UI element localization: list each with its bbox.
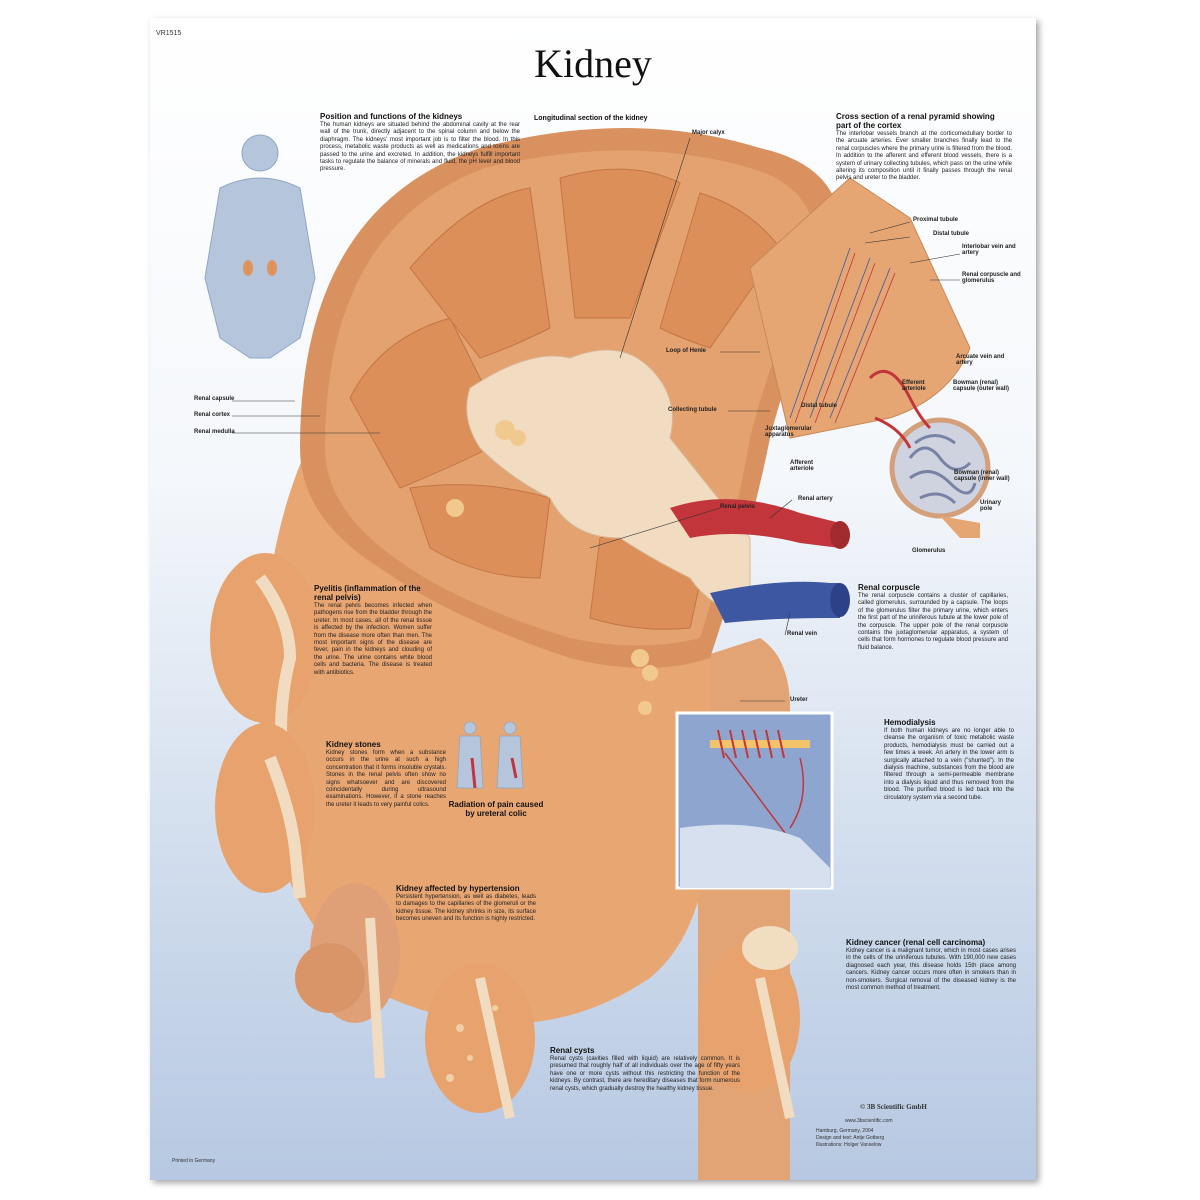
hemodialysis-section: Hemodialysis If both human kidneys are n… bbox=[884, 718, 1014, 802]
label-renal-vein: Renal vein bbox=[787, 631, 818, 637]
cancer-text: Kidney cancer is a malignant tumor, whic… bbox=[846, 948, 1016, 992]
renal-vein-shape bbox=[710, 581, 840, 623]
label-renal-capsule: Renal capsule bbox=[194, 396, 235, 402]
hemodialysis-text: If both human kidneys are no longer able… bbox=[884, 728, 1014, 801]
kidney-illustration bbox=[204, 128, 991, 1180]
label-efferent: Efferent arteriole bbox=[902, 380, 926, 392]
label-ureter: Ureter bbox=[790, 697, 808, 703]
position-heading: Position and functions of the kidneys bbox=[320, 112, 463, 121]
hemodialysis-heading: Hemodialysis bbox=[884, 718, 936, 727]
page-title: Kidney bbox=[534, 41, 652, 86]
cysts-section: Renal cysts Renal cysts (cavities filled… bbox=[550, 1046, 740, 1093]
label-distal-tubule: Distal tubule bbox=[801, 403, 838, 409]
label-interlobar: Interlobar vein and artery bbox=[962, 244, 1016, 256]
hypertension-kidney bbox=[295, 883, 400, 1079]
label-loop-henle: Loop of Henle bbox=[666, 348, 706, 354]
hypertension-section: Kidney affected by hypertension Persiste… bbox=[396, 884, 536, 924]
credit-3: Illustrations: Holger Vanselow bbox=[816, 1142, 882, 1148]
label-renal-artery: Renal artery bbox=[798, 496, 833, 502]
position-section: Position and functions of the kidneys Th… bbox=[320, 112, 520, 174]
label-juxtaglomerular: Juxtaglomerular apparatus bbox=[765, 426, 812, 438]
publisher-name: © 3B Scientific GmbH bbox=[860, 1103, 927, 1111]
corpuscle-section: Renal corpuscle The renal corpuscle cont… bbox=[858, 583, 1008, 652]
printed-note: Printed in Germany bbox=[172, 1158, 216, 1164]
label-renal-cortex: Renal cortex bbox=[194, 412, 231, 418]
label-arcuate: Arcuate vein and artery bbox=[956, 354, 1005, 366]
label-bowman-outer: Bowman (renal) capsule (outer wall) bbox=[953, 380, 1010, 392]
poster: VR1515 Kidney Position and functions of … bbox=[150, 18, 1036, 1180]
label-corpuscle-glomerulus: Renal corpuscle and glomerulus bbox=[962, 272, 1021, 284]
renal-pyramids bbox=[349, 168, 781, 630]
stones-text: Kidney stones form when a substance occu… bbox=[326, 750, 446, 808]
fat-clusters bbox=[446, 420, 658, 715]
label-proximal-tubule: Proximal tubule bbox=[913, 217, 959, 223]
renal-corpuscle-shape bbox=[889, 417, 991, 519]
label-glomerulus: Glomerulus bbox=[912, 548, 946, 554]
label-distal-tubule-top: Distal tubule bbox=[933, 231, 970, 237]
pyelitis-section: Pyelitis (inflammation of the renal pelv… bbox=[314, 584, 432, 677]
cysts-text: Renal cysts (cavities filled with liquid… bbox=[550, 1056, 740, 1092]
cysts-heading: Renal cysts bbox=[550, 1046, 595, 1055]
renal-artery-shape bbox=[670, 499, 840, 548]
stones-kidney bbox=[215, 723, 315, 899]
cancer-section: Kidney cancer (renal cell carcinoma) Kid… bbox=[846, 938, 1016, 992]
corpuscle-heading: Renal corpuscle bbox=[858, 583, 920, 592]
stones-section: Kidney stones Kidney stones form when a … bbox=[326, 740, 446, 809]
cancer-kidney bbox=[700, 926, 800, 1120]
label-afferent: Afferent arteriole bbox=[790, 460, 814, 472]
credit-2: Design and text: Antje Gotberg bbox=[816, 1135, 885, 1141]
corpuscle-text: The renal corpuscle contains a cluster o… bbox=[858, 593, 1008, 651]
credit-1: Hamburg, Germany, 2004 bbox=[816, 1128, 874, 1134]
label-urinary-pole: Urinary pole bbox=[980, 500, 1002, 512]
publisher-website: www.3bscientific.com bbox=[845, 1118, 893, 1124]
position-text: The human kidneys are situated behind th… bbox=[320, 122, 520, 173]
label-renal-medulla: Renal medulla bbox=[194, 429, 235, 435]
label-renal-pelvis: Renal pelvis bbox=[720, 504, 756, 510]
poster-code: VR1515 bbox=[156, 30, 182, 37]
stones-heading: Kidney stones bbox=[326, 740, 381, 749]
hypertension-heading: Kidney affected by hypertension bbox=[396, 884, 520, 893]
cysts-kidney bbox=[425, 963, 535, 1120]
cross-text: The interlobar vessels branch at the cor… bbox=[836, 131, 1012, 182]
longitudinal-heading: Longitudinal section of the kidney bbox=[534, 115, 648, 122]
pyelitis-heading: Pyelitis (inflammation of the renal pelv… bbox=[314, 584, 421, 602]
cross-section: Cross section of a renal pyramid showing… bbox=[836, 112, 1012, 183]
label-collecting-tubule: Collecting tubule bbox=[668, 407, 717, 413]
pyelitis-text: The renal pelvis becomes infected when p… bbox=[314, 603, 432, 676]
cancer-heading: Kidney cancer (renal cell carcinoma) bbox=[846, 938, 986, 947]
label-bowman-inner: Bowman (renal) capsule (inner wall) bbox=[954, 470, 1010, 482]
hypertension-text: Persistent hypertension, as well as diab… bbox=[396, 894, 536, 923]
label-major-calyx: Major calyx bbox=[692, 130, 725, 136]
radiation-caption: Radiation of pain caused by ureteral col… bbox=[448, 800, 544, 818]
cross-heading: Cross section of a renal pyramid showing… bbox=[836, 112, 995, 130]
human-back-figure bbox=[204, 134, 316, 359]
cross-section-pyramid bbox=[749, 177, 971, 439]
longitudinal-section: Longitudinal section of the kidney bbox=[534, 114, 674, 124]
